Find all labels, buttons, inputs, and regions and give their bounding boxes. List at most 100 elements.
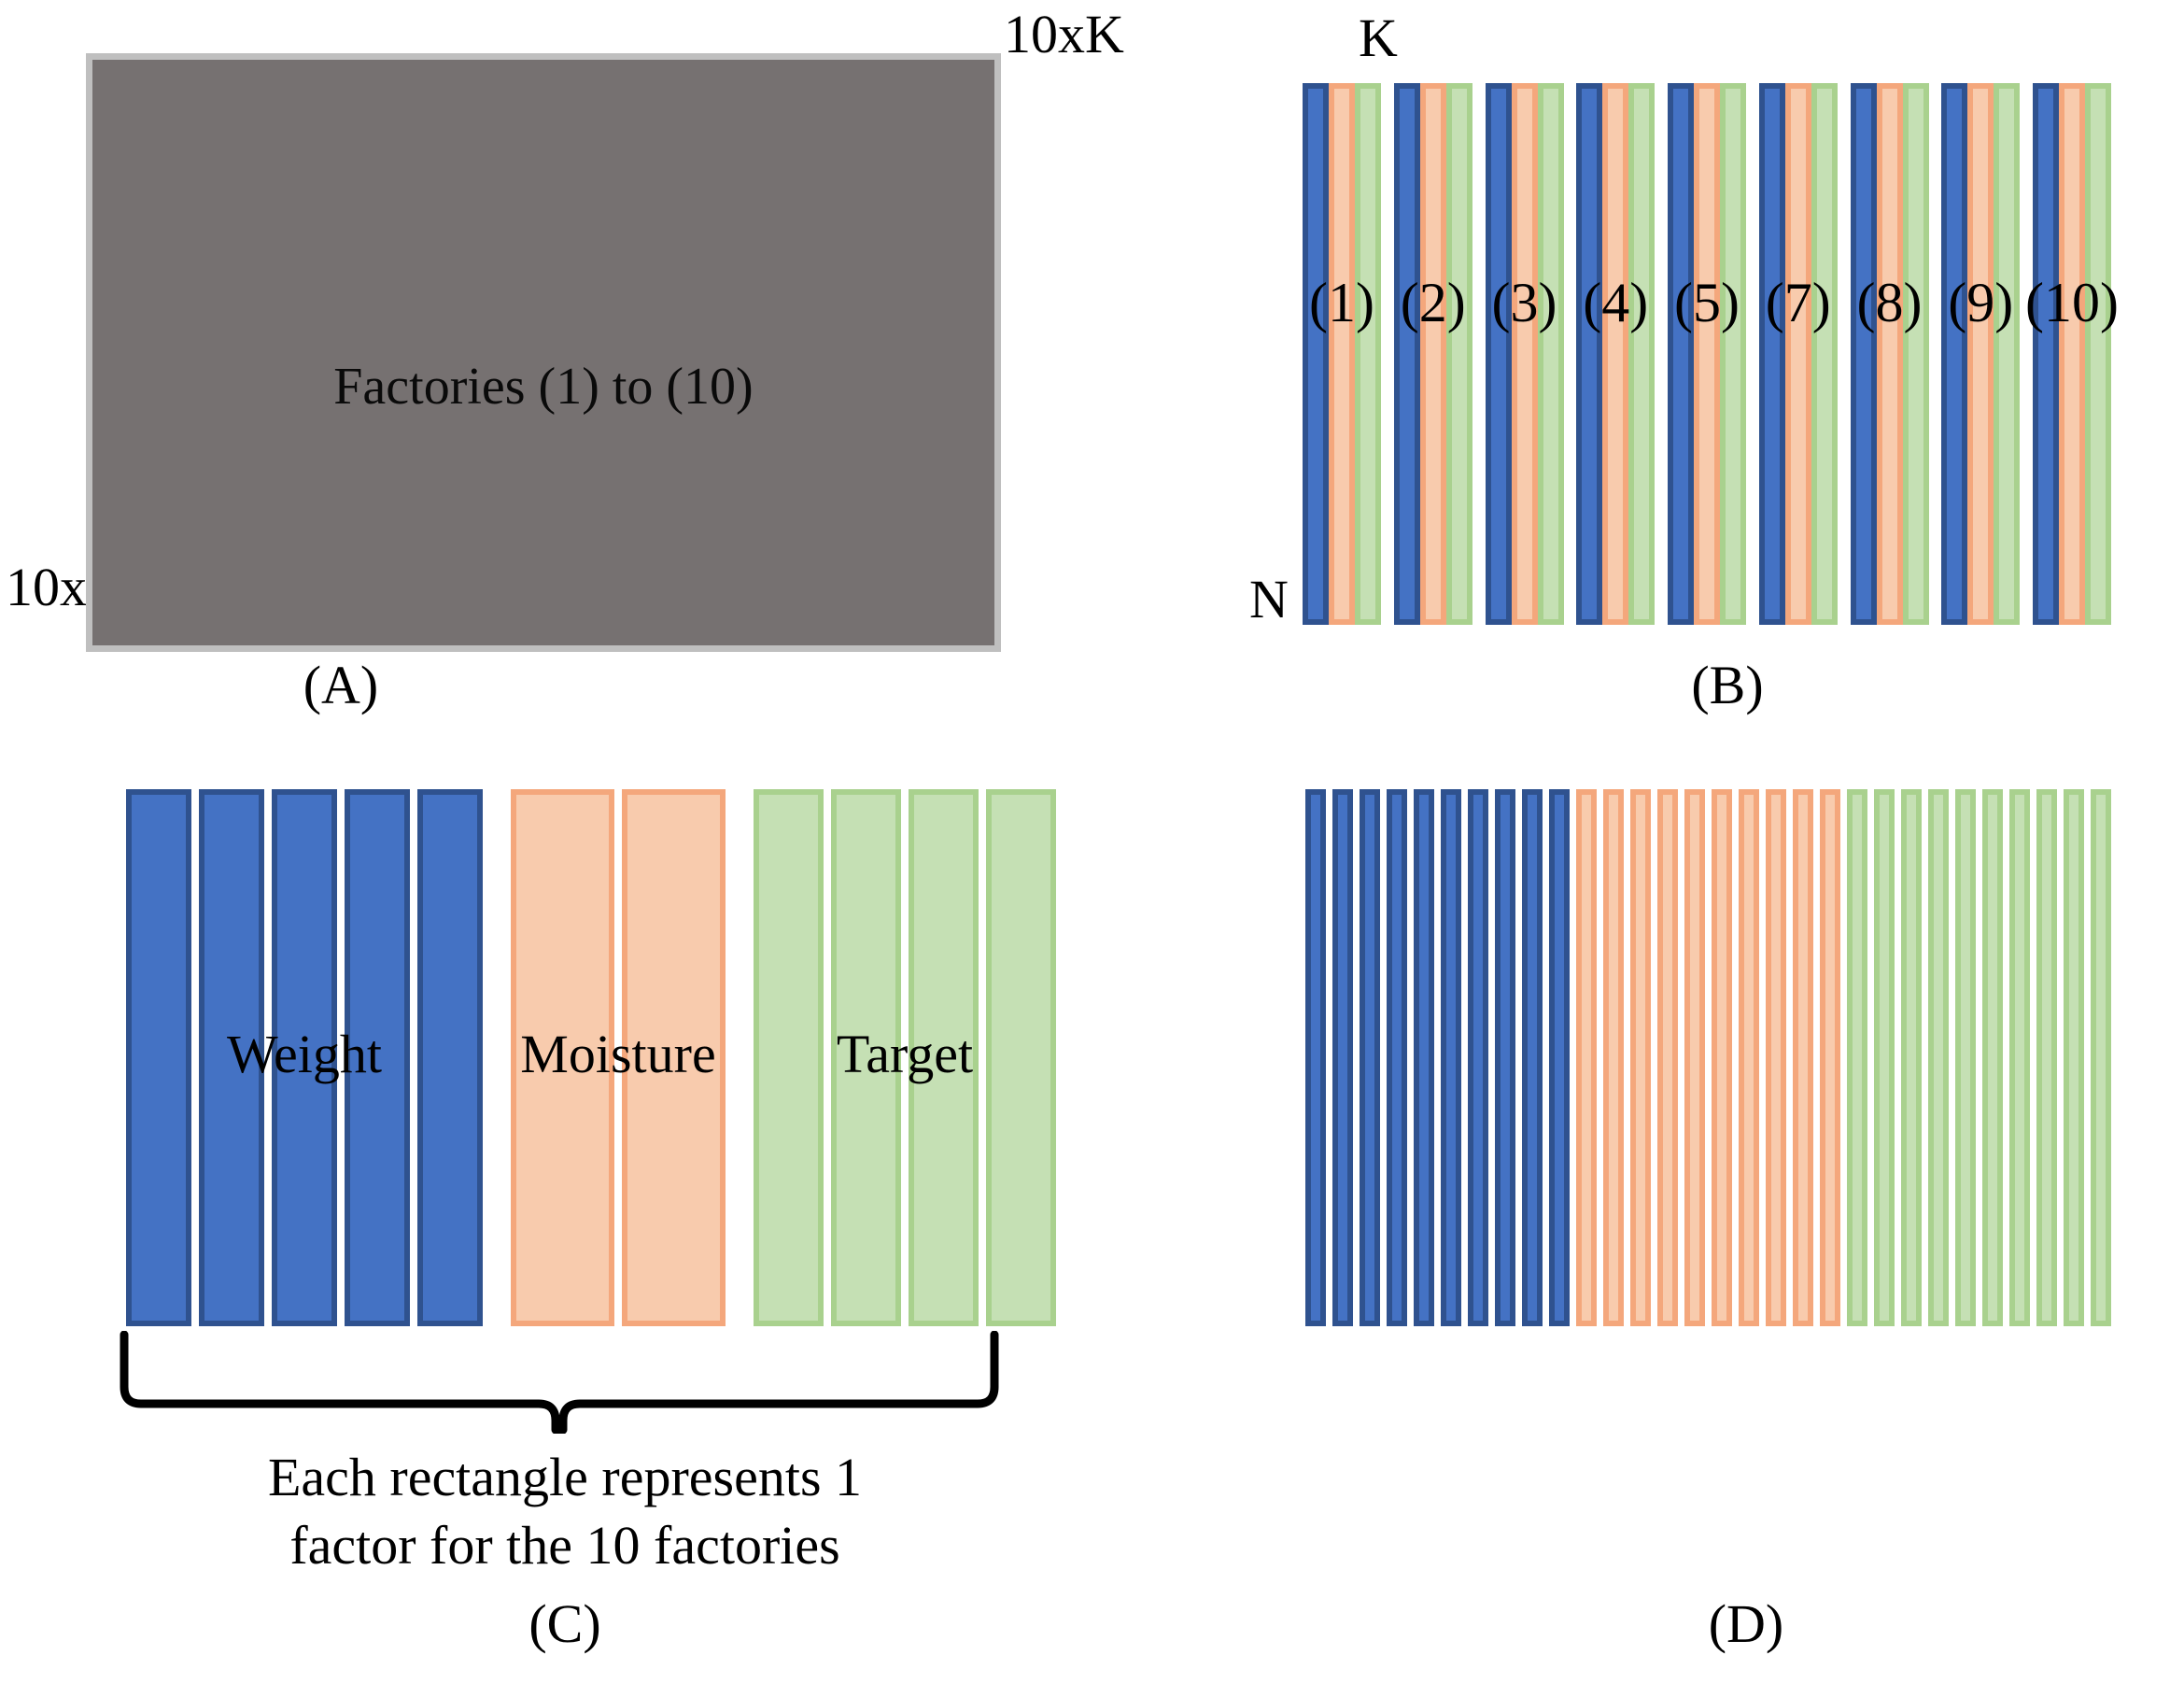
panel-d-bar-orange bbox=[1766, 789, 1786, 1326]
panel-b-bar-green bbox=[1811, 83, 1838, 625]
panel-b-bar-blue bbox=[1303, 83, 1329, 625]
panel-d-bar-orange bbox=[1576, 789, 1597, 1326]
panel-d-bar-green bbox=[2091, 789, 2111, 1326]
panel-c-block-blue: Weight bbox=[126, 789, 483, 1326]
panel-c-cell-divider bbox=[264, 789, 272, 1326]
panel-d-bar-green bbox=[1982, 789, 2003, 1326]
panel-b-group: (1) bbox=[1303, 83, 1381, 625]
panel-d-bar-blue bbox=[1522, 789, 1543, 1326]
panel-b-group: (4) bbox=[1576, 83, 1656, 625]
panel-d-bar-blue bbox=[1468, 789, 1488, 1326]
panel-b-dim-k: K bbox=[1359, 7, 1398, 68]
panel-c-cell bbox=[754, 789, 824, 1326]
panel-c-cell bbox=[272, 789, 337, 1326]
panel-b-bar-green bbox=[1445, 83, 1472, 625]
panel-b-bar-orange bbox=[1602, 83, 1629, 625]
panel-b-bar-green bbox=[1720, 83, 1746, 625]
panel-d-bar-blue bbox=[1332, 789, 1353, 1326]
panel-d-bar-orange bbox=[1712, 789, 1732, 1326]
panel-d-bar-orange bbox=[1739, 789, 1759, 1326]
panel-d-bar-blue bbox=[1414, 789, 1434, 1326]
panel-b-bar-blue bbox=[1941, 83, 1968, 625]
panel-c-note: Each rectangle represents 1 factor for t… bbox=[89, 1443, 1041, 1579]
panel-d-bar-orange bbox=[1630, 789, 1651, 1326]
panel-c-cell bbox=[986, 789, 1056, 1326]
panel-d-bar-green bbox=[1874, 789, 1895, 1326]
panel-d-bar-list bbox=[1305, 789, 2136, 1326]
panel-b-group-list: (1)(2) (3) (4) (5) (7) (8) (9)(10) bbox=[1303, 83, 2119, 625]
panel-b-group: (9) bbox=[1941, 83, 2021, 625]
panel-c-cell bbox=[622, 789, 726, 1326]
panel-b-bar-green bbox=[1537, 83, 1564, 625]
panel-b-group-label: (7) bbox=[1765, 272, 1831, 333]
panel-b-group: (5) bbox=[1668, 83, 1746, 625]
panel-d-bar-green bbox=[2064, 789, 2084, 1326]
panel-d-bar-blue bbox=[1549, 789, 1570, 1326]
panel-b-group: (2) bbox=[1393, 83, 1472, 625]
panel-b-bar-orange bbox=[1419, 83, 1446, 625]
panel-d-bar-orange bbox=[1657, 789, 1678, 1326]
panel-d-bar-blue bbox=[1387, 789, 1407, 1326]
panel-b-group-label: (10) bbox=[2025, 272, 2119, 333]
panel-b-bar-green bbox=[1628, 83, 1656, 625]
panel-c-cell-divider bbox=[824, 789, 831, 1326]
panel-a-block-label: Factories (1) to (10) bbox=[333, 358, 754, 416]
panel-c-block-list: Weight Moisture Target bbox=[126, 789, 1056, 1326]
panel-c-block-label: Moisture bbox=[520, 1024, 716, 1084]
panel-c-cell bbox=[417, 789, 483, 1326]
panel-b-bar-orange bbox=[1967, 83, 1994, 625]
panel-b-bar-green bbox=[1902, 83, 1929, 625]
panel-d-caption: (D) bbox=[1708, 1593, 1784, 1654]
panel-c-cell bbox=[199, 789, 264, 1326]
panel-d-bar-green bbox=[1928, 789, 1949, 1326]
panel-d-bar-blue bbox=[1360, 789, 1380, 1326]
panel-c-block-label: Target bbox=[836, 1024, 974, 1084]
panel-c-cell bbox=[345, 789, 410, 1326]
panel-b-caption: (B) bbox=[1691, 655, 1764, 715]
panel-b-bar-green bbox=[1994, 83, 2021, 625]
panel-d-bar-green bbox=[1955, 789, 1976, 1326]
panel-b-group: (7) bbox=[1758, 83, 1838, 625]
panel-b-bar-orange bbox=[1694, 83, 1720, 625]
panel-b-bar-blue bbox=[2033, 83, 2059, 625]
panel-d-bar-orange bbox=[1603, 789, 1624, 1326]
panel-c-cell-divider bbox=[337, 789, 345, 1326]
panel-b-bar-orange bbox=[1876, 83, 1903, 625]
panel-b-bar-blue bbox=[1576, 83, 1603, 625]
panel-c-cell-divider bbox=[901, 789, 909, 1326]
panel-c-cell-divider bbox=[191, 789, 199, 1326]
panel-d-bar-blue bbox=[1305, 789, 1326, 1326]
panel-b-group-label: (3) bbox=[1491, 272, 1557, 333]
panel-b-group: (3) bbox=[1485, 83, 1564, 625]
panel-b-group-label: (5) bbox=[1674, 272, 1740, 333]
panel-d-bar-green bbox=[2036, 789, 2057, 1326]
panel-b-bar-green bbox=[1355, 83, 1381, 625]
panel-c-cell bbox=[126, 789, 191, 1326]
panel-d-bar-orange bbox=[1793, 789, 1813, 1326]
panel-c-cell-divider bbox=[614, 789, 622, 1326]
panel-c-cell-divider bbox=[979, 789, 986, 1326]
panel-c-block-spacer bbox=[726, 789, 754, 1326]
panel-b-group: (10) bbox=[2025, 83, 2119, 625]
panel-b-bar-orange bbox=[1511, 83, 1538, 625]
panel-d-bar-green bbox=[1847, 789, 1867, 1326]
panel-a-dim-10xk: 10xK bbox=[1004, 4, 1124, 64]
panel-d-bar-blue bbox=[1441, 789, 1461, 1326]
panel-b-bar-blue bbox=[1485, 83, 1512, 625]
panel-b-bar-orange bbox=[1784, 83, 1811, 625]
panel-d-bar-orange bbox=[1820, 789, 1840, 1326]
panel-b-bar-blue bbox=[1850, 83, 1877, 625]
panel-b-bar-blue bbox=[1393, 83, 1420, 625]
panel-c-cell-divider bbox=[410, 789, 417, 1326]
panel-b-dim-n: N bbox=[1249, 569, 1289, 629]
panel-d-bar-green bbox=[1901, 789, 1922, 1326]
panel-a-caption: (A) bbox=[303, 655, 379, 715]
panel-b-group-label: (4) bbox=[1583, 272, 1649, 333]
panel-b-bar-blue bbox=[1758, 83, 1785, 625]
panel-d-bar-green bbox=[2009, 789, 2030, 1326]
panel-c-note-line-1: Each rectangle represents 1 bbox=[267, 1447, 863, 1507]
panel-c-block-orange: Moisture bbox=[511, 789, 726, 1326]
panel-b-bar-blue bbox=[1668, 83, 1694, 625]
panel-b-group-label: (8) bbox=[1856, 272, 1923, 333]
